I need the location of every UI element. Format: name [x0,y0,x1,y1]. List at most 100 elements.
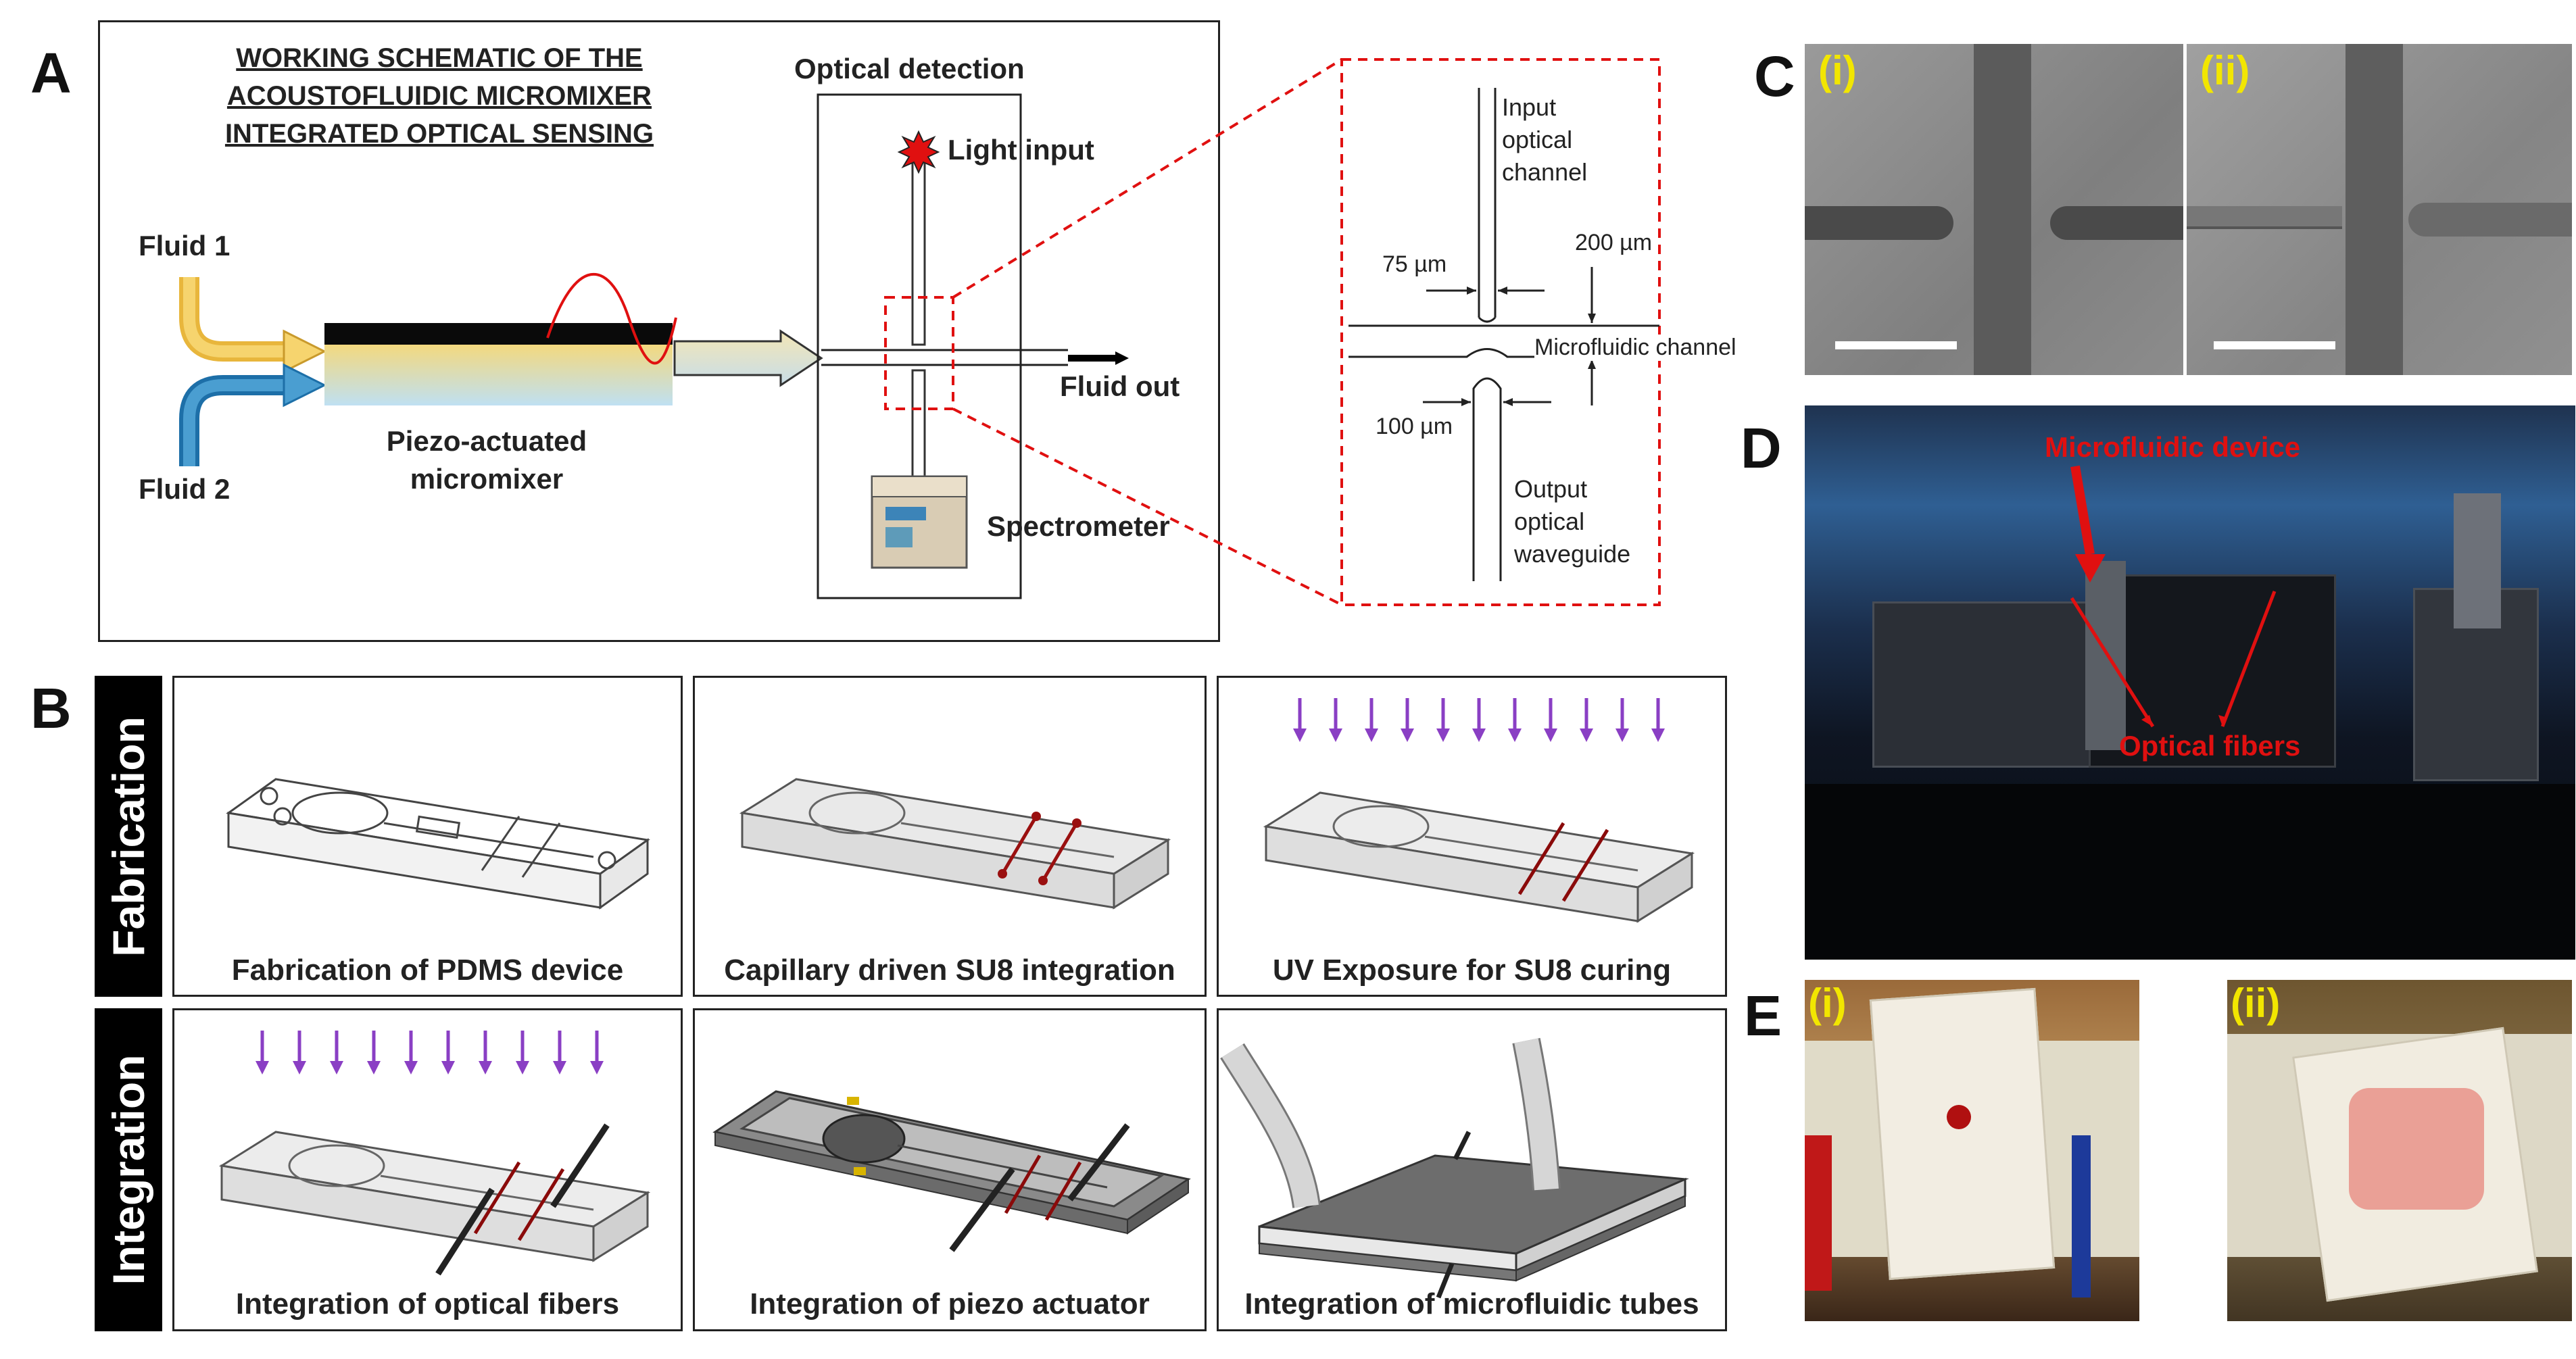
device-end [1636,851,1693,923]
output-line-1: Output [1514,475,1588,503]
sem-left-waveguide-ii [2187,206,2342,229]
step-caption-5: Integration of piezo actuator [750,1287,1150,1320]
spectrometer-label: Spectrometer [987,510,1170,542]
tab-fabrication-label: Fabrication [103,716,153,957]
red-clip [1805,1135,1832,1291]
flow-arrow [673,329,823,387]
microfluidic-device-label: Microfluidic device [2045,431,2301,463]
light-input-label: Light input [948,134,1094,166]
fluid-out-label: Fluid out [1060,370,1180,402]
stage-center [2089,574,2336,768]
uv-arrow-head [256,1061,269,1074]
step-caption-6: Integration of microfluidic tubes [1244,1287,1699,1320]
step-caption-2: Capillary driven SU8 integration [724,954,1175,987]
dim-200-label: 200 µm [1575,230,1653,255]
su8-integration-sketch [739,778,1171,910]
uv-arrow-head [441,1061,455,1074]
optical-fibers-label: Optical fibers [2119,730,2301,762]
uv-arrow-head [1293,728,1307,742]
spectrometer-icon [871,475,968,569]
step-caption-4: Integration of optical fibers [235,1287,620,1320]
post-center [2085,561,2126,750]
step-box-4: Integration of optical fibers [172,1008,683,1331]
detail-box [1340,58,1661,606]
panel-e-letter: E [1744,984,1782,1047]
output-line-2: optical [1514,508,1585,535]
setup-photo: Microfluidic device Optical fibers [1805,405,2575,960]
output-waveguide-label: Output optical waveguide [1514,473,1630,570]
uv-arrow-head [1472,728,1486,742]
tab-integration: Integration [95,1008,162,1331]
panel-b-letter: B [30,676,72,740]
step-caption-3: UV Exposure for SU8 curing [1272,954,1672,987]
table-surface [1805,784,2575,960]
dim-75-label: 75 µm [1382,251,1447,277]
fluid2-pipe [179,375,284,466]
piezo-layer [324,323,673,345]
uv-arrow-head [479,1061,492,1074]
device-end [592,1191,649,1262]
scale-bar-ii [2214,341,2335,349]
microfluidic-tubes-sketch [1220,1037,1689,1299]
chip-i [1869,987,2056,1281]
waveguide-2 [1561,829,1609,902]
sem-vertical-channel-ii [2346,44,2403,375]
panel-a-letter: A [30,41,72,105]
device-photo-i: (i) [1805,980,2139,1321]
stage-left [1872,601,2099,768]
mixer-label-line-1: Piezo-actuated [386,425,587,457]
optical-detection-box [817,93,1022,599]
panel-d-letter: D [1741,416,1782,480]
tab-integration-label: Integration [103,1054,153,1285]
scale-bar [1835,341,1957,349]
waveguide-1 [1517,822,1565,895]
step-box-6: Integration of microfluidic tubes [1217,1008,1727,1331]
uv-arrow-head [516,1061,529,1074]
mixer-body [324,341,673,405]
photo-annotations [2070,465,2277,728]
waveguide-1 [473,1161,521,1235]
uv-arrow-head [1401,728,1414,742]
microfluidic-channel-label: Microfluidic channel [1534,335,1736,361]
optical-detection-label: Optical detection [794,53,1025,84]
output-line-3: waveguide [1514,540,1631,568]
uv-arrow-head [404,1061,418,1074]
pdms-device-sketch [226,778,650,910]
sub-label-c-ii: (ii) [2200,48,2250,93]
step-caption-1: Fabrication of PDMS device [231,954,624,987]
uv-exposure-sketch [1263,698,1695,923]
uv-arrow-head [590,1061,604,1074]
title-line-2: ACOUSTOFLUIDIC MICROMIXER [226,81,652,111]
dim-100-label: 100 µm [1376,414,1453,439]
uv-arrow-head [1615,728,1629,742]
mixer-label-line-2: micromixer [410,463,564,495]
optical-fiber-right [550,1123,610,1208]
fluid2-label: Fluid 2 [139,473,230,505]
uv-arrow-head [330,1061,343,1074]
sem-image-ii: (ii) [2187,44,2572,375]
mixer-label: Piezo-actuated micromixer [379,422,595,498]
pink-fluid [2349,1088,2484,1210]
waveguide-2 [517,1168,565,1241]
fluid1-label: Fluid 1 [139,230,230,262]
step-box-5: Integration of piezo actuator [693,1008,1207,1331]
mixing-chamber [288,1144,385,1187]
step-box-3: UV Exposure for SU8 curing [1217,676,1727,997]
tab-fabrication: Fabrication [95,676,162,997]
sub-label-c-i: (i) [1818,48,1857,93]
uv-arrow-head [1544,728,1557,742]
panel-c-letter: C [1754,45,1795,108]
micrometer-right [2454,493,2501,628]
uv-arrow-head [553,1061,566,1074]
channel-line [1424,835,1638,872]
acoustic-wave [546,272,677,365]
device-photo-ii: (ii) [2227,980,2572,1321]
step-box-1: Fabrication of PDMS device [172,676,683,997]
blue-clip [2072,1135,2091,1298]
mixing-chamber [1332,805,1430,848]
sub-label-e-i: (i) [1808,981,1847,1026]
title-line-3: INTEGRATED OPTICAL SENSING [224,119,654,149]
uv-arrow-head [1436,728,1450,742]
input-channel-label: Input optical channel [1502,91,1587,189]
